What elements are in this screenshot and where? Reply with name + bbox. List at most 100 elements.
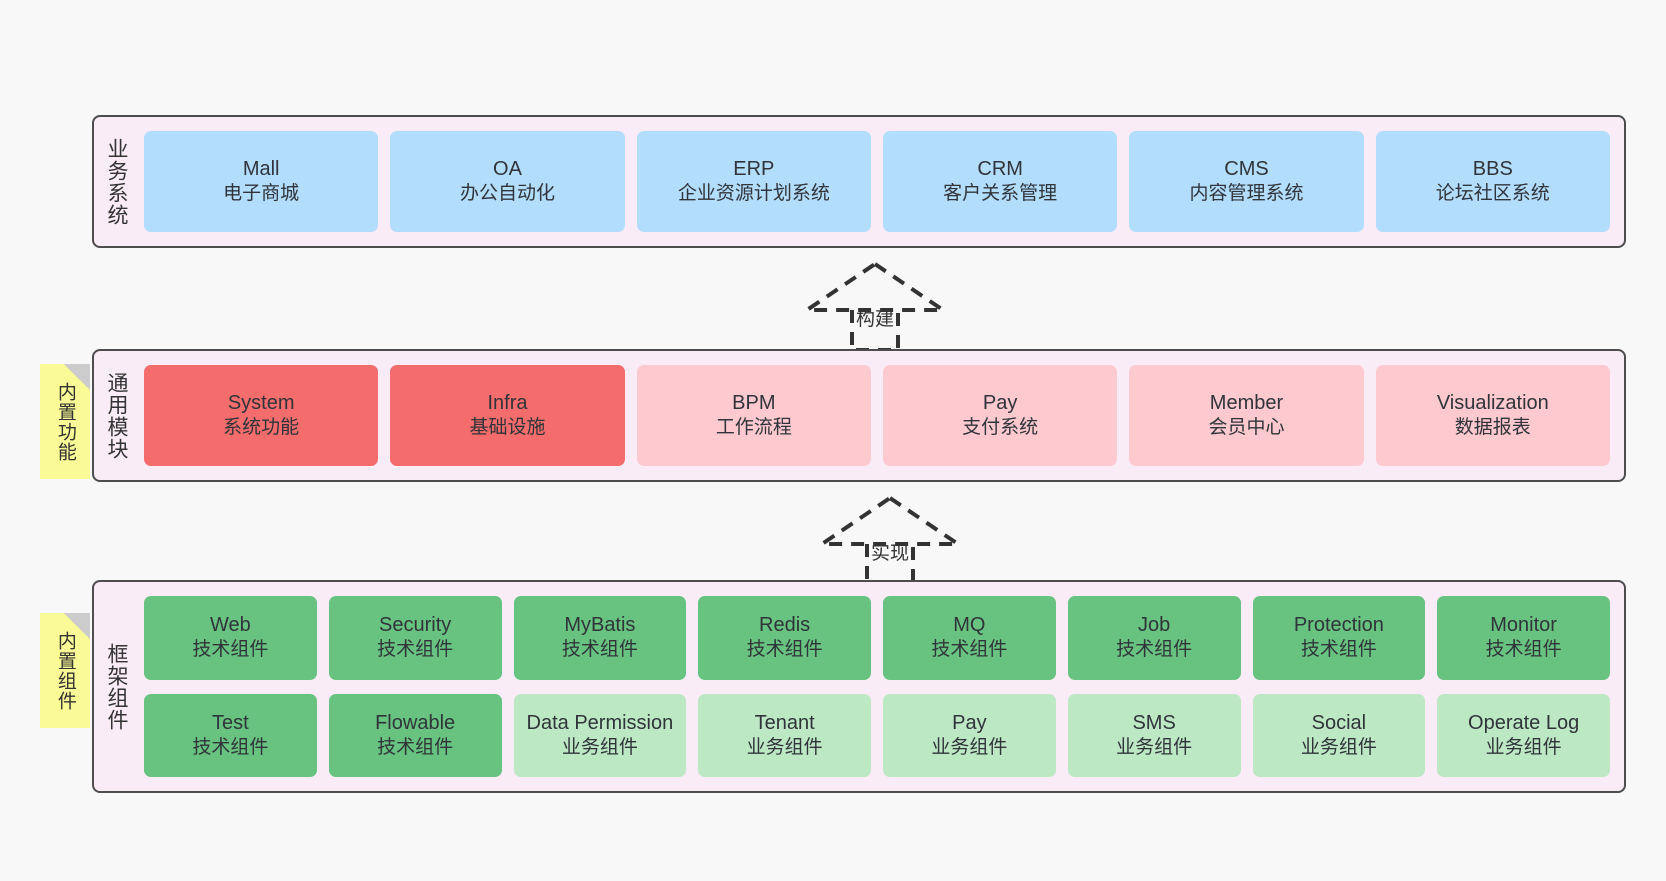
card-title-en: Data Permission <box>526 711 674 734</box>
card-social[interactable]: Social 业务组件 <box>1252 693 1426 777</box>
card-title-cn: 技术组件 <box>1300 639 1377 661</box>
note-builtin-component: 内置组件 <box>40 613 90 728</box>
card-title-en: OA <box>493 158 522 181</box>
card-bpm[interactable]: BPM 工作流程 <box>636 365 871 466</box>
card-title-cn: 内容管理系统 <box>1189 183 1304 205</box>
card-column: BBS 论坛社区系统 <box>1375 131 1610 232</box>
card-title-en: Monitor <box>1490 614 1557 637</box>
card-title-en: Member <box>1209 392 1284 415</box>
card-title-cn: 业务组件 <box>1116 736 1193 758</box>
card-title-en: Redis <box>759 614 811 637</box>
card-test[interactable]: Test 技术组件 <box>144 693 317 777</box>
card-crm[interactable]: CRM 客户关系管理 <box>882 131 1118 232</box>
card-oa[interactable]: OA 办公自动化 <box>390 131 625 232</box>
card-column: Job 技术组件 SMS 业务组件 <box>1067 596 1241 777</box>
layer-title-business-system: 业务系统 <box>104 137 128 226</box>
card-mall[interactable]: Mall 电子商城 <box>144 131 379 232</box>
card-visualization[interactable]: Visualization 数据报表 <box>1375 365 1610 466</box>
card-column: CMS 内容管理系统 <box>1129 131 1364 232</box>
card-infra[interactable]: Infra 基础设施 <box>390 365 625 466</box>
note-text: 内置组件 <box>54 630 76 711</box>
layer-framework-component: 框架组件 Web 技术组件 Test 技术组件 Security 技术组件 Fl… <box>92 580 1626 793</box>
card-erp[interactable]: ERP 企业资源计划系统 <box>636 131 871 232</box>
card-title-en: Job <box>1138 614 1171 637</box>
card-title-en: Protection <box>1293 614 1384 637</box>
card-flowable[interactable]: Flowable 技术组件 <box>328 693 502 777</box>
card-member[interactable]: Member 会员中心 <box>1129 365 1364 466</box>
card-title-cn: 技术组件 <box>1116 639 1193 661</box>
layer-body-business-system: Mall 电子商城 OA 办公自动化 ERP 企业资源计划系统 CRM 客户关系… <box>138 117 1624 246</box>
card-column: Infra 基础设施 <box>390 365 625 466</box>
card-title-cn: 技术组件 <box>931 639 1008 661</box>
card-title-cn: 会员中心 <box>1208 417 1285 439</box>
card-monitor[interactable]: Monitor 技术组件 <box>1437 596 1610 680</box>
layer-body-framework-component: Web 技术组件 Test 技术组件 Security 技术组件 Flowabl… <box>138 582 1624 791</box>
card-title-cn: 客户关系管理 <box>943 183 1058 205</box>
card-column: Visualization 数据报表 <box>1375 365 1610 466</box>
card-title-en: Test <box>212 711 249 734</box>
layer-common-module: 通用模块 System 系统功能 Infra 基础设施 BPM 工作流程 Pay… <box>92 349 1626 482</box>
card-job[interactable]: Job 技术组件 <box>1067 596 1241 680</box>
card-title-cn: 业务组件 <box>1300 736 1377 758</box>
card-title-cn: 支付系统 <box>962 417 1039 439</box>
card-title-en: Flowable <box>375 711 456 734</box>
card-column: OA 办公自动化 <box>390 131 625 232</box>
card-title-en: System <box>227 392 295 415</box>
card-title-en: CMS <box>1224 158 1269 181</box>
card-title-cn: 技术组件 <box>377 639 454 661</box>
card-pay-business[interactable]: Pay 业务组件 <box>883 693 1056 777</box>
card-pay[interactable]: Pay 支付系统 <box>882 365 1118 466</box>
card-title-cn: 业务组件 <box>931 736 1008 758</box>
layer-title-framework-component: 框架组件 <box>104 642 128 731</box>
card-mq[interactable]: MQ 技术组件 <box>883 596 1056 680</box>
card-column: System 系统功能 <box>144 365 379 466</box>
note-builtin-feature: 内置功能 <box>40 364 90 479</box>
card-cms[interactable]: CMS 内容管理系统 <box>1129 131 1364 232</box>
card-title-cn: 业务组件 <box>561 736 638 758</box>
card-title-en: Tenant <box>754 711 815 734</box>
card-title-cn: 业务组件 <box>1485 736 1562 758</box>
card-column: BPM 工作流程 <box>636 365 871 466</box>
card-data-permission[interactable]: Data Permission 业务组件 <box>513 693 687 777</box>
card-web[interactable]: Web 技术组件 <box>144 596 317 680</box>
card-mybatis[interactable]: MyBatis 技术组件 <box>513 596 687 680</box>
card-title-en: Pay <box>952 711 987 734</box>
card-title-en: Social <box>1311 711 1367 734</box>
card-title-en: MyBatis <box>564 614 636 637</box>
card-column: CRM 客户关系管理 <box>882 131 1118 232</box>
card-bbs[interactable]: BBS 论坛社区系统 <box>1375 131 1610 232</box>
layer-business-system: 业务系统 Mall 电子商城 OA 办公自动化 ERP 企业资源计划系统 CRM… <box>92 115 1626 248</box>
card-column: Member 会员中心 <box>1129 365 1364 466</box>
card-column: MQ 技术组件 Pay 业务组件 <box>883 596 1056 777</box>
card-title-cn: 电子商城 <box>223 183 300 205</box>
card-operate-log[interactable]: Operate Log 业务组件 <box>1437 693 1610 777</box>
note-text: 内置功能 <box>54 381 76 462</box>
card-title-cn: 论坛社区系统 <box>1435 183 1550 205</box>
card-title-cn: 技术组件 <box>746 639 823 661</box>
card-column: Protection 技术组件 Social 业务组件 <box>1252 596 1426 777</box>
card-system[interactable]: System 系统功能 <box>144 365 379 466</box>
card-title-cn: 技术组件 <box>192 736 269 758</box>
card-title-cn: 技术组件 <box>1485 639 1562 661</box>
card-title-en: Operate Log <box>1468 711 1580 734</box>
card-title-en: Pay <box>982 392 1018 415</box>
card-title-cn: 数据报表 <box>1454 417 1531 439</box>
card-title-en: BPM <box>732 392 776 415</box>
connector-label-build: 构建 <box>855 309 895 330</box>
card-title-cn: 基础设施 <box>469 417 546 439</box>
connector-build: 构建 <box>795 258 955 354</box>
card-sms[interactable]: SMS 业务组件 <box>1067 693 1241 777</box>
connector-label-implement: 实现 <box>870 543 910 564</box>
card-redis[interactable]: Redis 技术组件 <box>698 596 871 680</box>
card-column: Security 技术组件 Flowable 技术组件 <box>328 596 502 777</box>
card-title-cn: 企业资源计划系统 <box>677 183 830 205</box>
card-security[interactable]: Security 技术组件 <box>328 596 502 680</box>
card-column: MyBatis 技术组件 Data Permission 业务组件 <box>513 596 687 777</box>
card-title-cn: 技术组件 <box>561 639 638 661</box>
card-protection[interactable]: Protection 技术组件 <box>1252 596 1426 680</box>
card-title-en: BBS <box>1472 158 1513 181</box>
card-title-cn: 系统功能 <box>223 417 300 439</box>
card-tenant[interactable]: Tenant 业务组件 <box>698 693 871 777</box>
layer-body-common-module: System 系统功能 Infra 基础设施 BPM 工作流程 Pay 支付系统 <box>138 351 1624 480</box>
card-title-cn: 技术组件 <box>192 639 269 661</box>
